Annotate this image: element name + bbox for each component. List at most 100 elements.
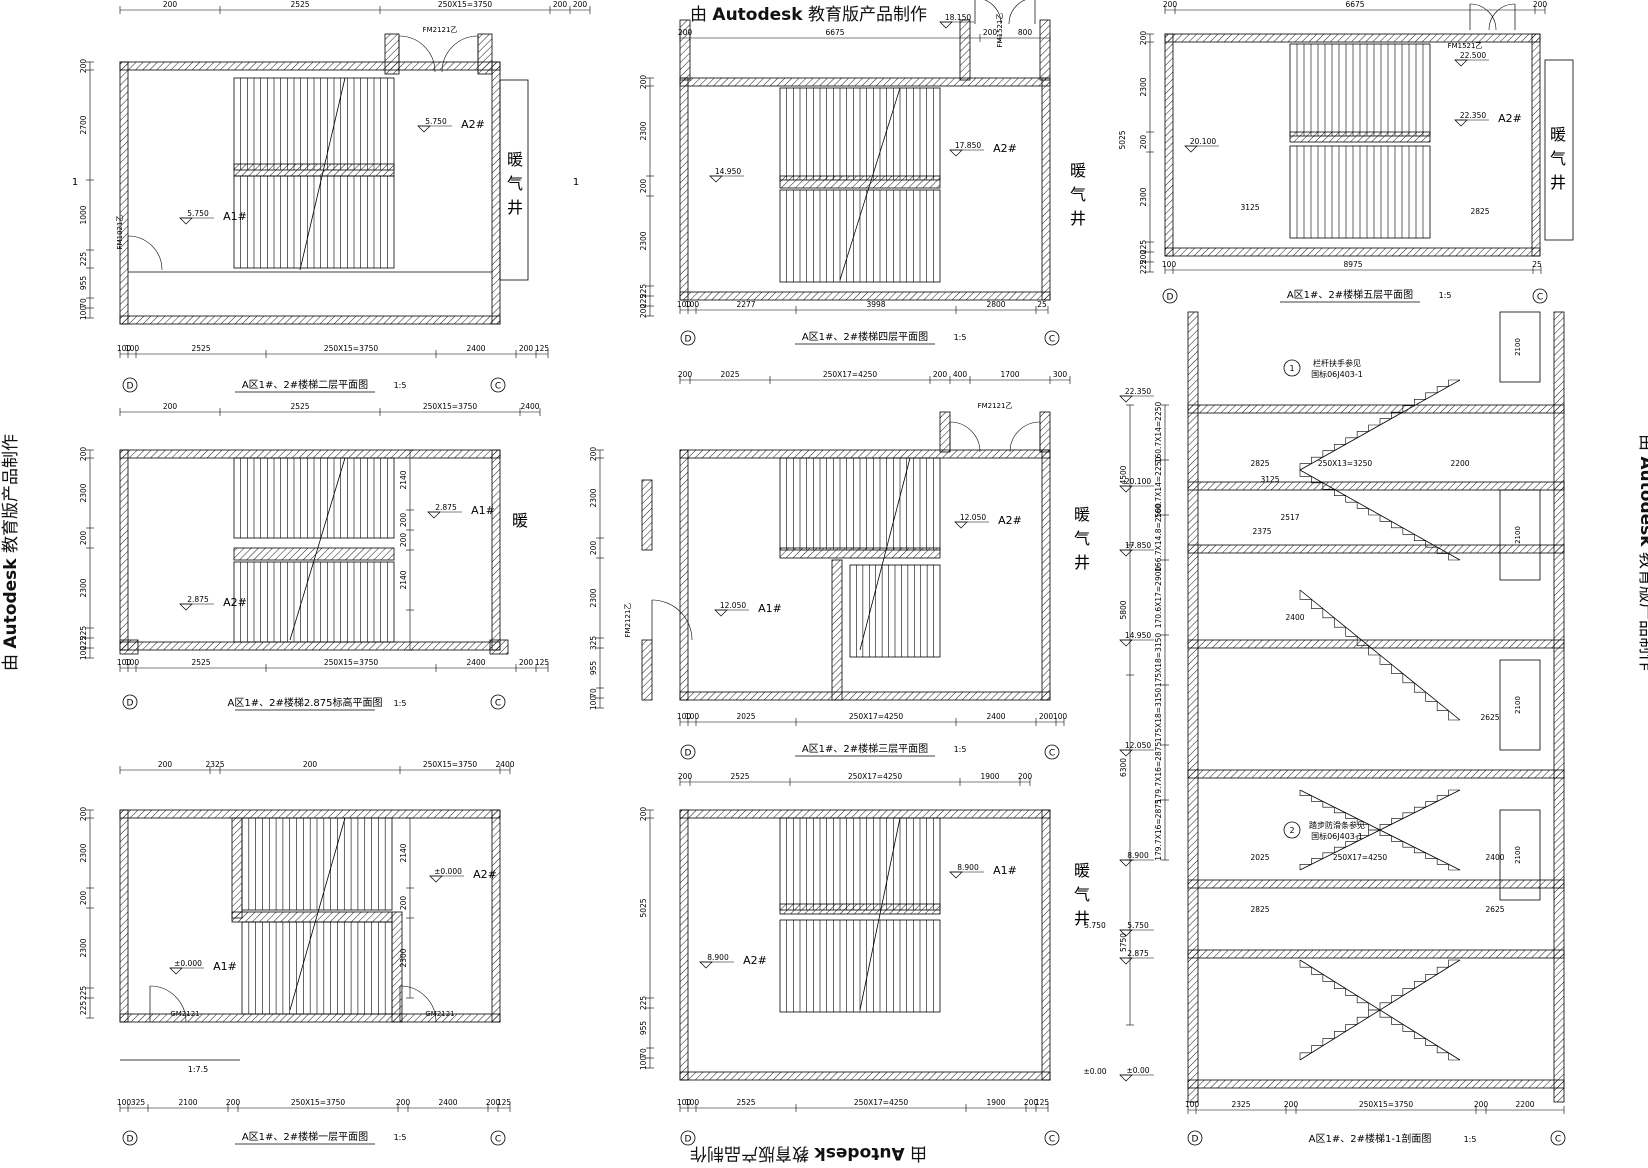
stair-step bbox=[1311, 858, 1323, 865]
stair-step bbox=[1311, 967, 1323, 975]
dimension-value: 200 bbox=[79, 807, 88, 822]
stair-step bbox=[1322, 974, 1335, 982]
wall-segment bbox=[491, 449, 501, 651]
dimension-value: 2300 bbox=[639, 121, 648, 140]
stair-step bbox=[1356, 636, 1369, 647]
door-arc bbox=[1469, 3, 1497, 31]
stair-step bbox=[1402, 405, 1415, 413]
wall-segment bbox=[939, 411, 951, 453]
axis-label: C bbox=[1049, 1135, 1055, 1145]
dimension-value: 160.7X14=2250 bbox=[1154, 402, 1163, 464]
dimension-value: 2300 bbox=[639, 231, 648, 250]
level-marker-icon bbox=[429, 875, 443, 883]
level-value: 2.875 bbox=[435, 503, 457, 512]
stair-step bbox=[1322, 608, 1335, 619]
stair-step bbox=[1379, 655, 1392, 665]
stair-step bbox=[1356, 995, 1369, 1004]
door-swing-icon bbox=[974, 0, 1002, 25]
watermark-top: 由 Autodesk 教育版产品制作 bbox=[690, 5, 928, 25]
stair-step bbox=[1436, 701, 1449, 712]
stair-step bbox=[1356, 835, 1369, 842]
level-value: ±0.00 bbox=[1127, 1066, 1150, 1075]
wall-segment bbox=[1187, 769, 1565, 779]
dimension-value: 2277 bbox=[736, 300, 755, 309]
dimension-value: 2140 bbox=[399, 570, 408, 589]
axis-label: C bbox=[1555, 1135, 1561, 1145]
dimension-value: 225 bbox=[639, 294, 648, 309]
stair-step bbox=[1379, 515, 1392, 522]
stair-flight bbox=[779, 457, 941, 551]
stair-step bbox=[1391, 995, 1403, 1003]
stair-step bbox=[1356, 818, 1369, 825]
level-marker-icon bbox=[1119, 395, 1133, 403]
dimension-value: 325 bbox=[589, 636, 598, 651]
stair-step bbox=[1425, 852, 1438, 859]
plan-fourth-floor: 2006675200800FM1521乙18.15017.850A2#14.95… bbox=[639, 0, 1086, 346]
dimension-value: 2400 bbox=[438, 1098, 457, 1107]
level-value: ±0.00 bbox=[1084, 1067, 1107, 1076]
level-value: ±0.000 bbox=[174, 959, 202, 968]
door-swing-icon bbox=[127, 235, 163, 271]
drawing-title: A区1#、2#楼梯2.875标高平面图 bbox=[228, 696, 383, 709]
dimension-value: 70 bbox=[639, 1048, 648, 1058]
drawing-scale: 1:5 bbox=[954, 333, 967, 342]
stair-label: A2# bbox=[1498, 112, 1522, 125]
stair-break-line bbox=[859, 457, 911, 651]
dimension-value: 200 bbox=[553, 0, 568, 9]
axis-bubble bbox=[680, 1130, 696, 1146]
dimension-value: 100 bbox=[117, 658, 132, 667]
stair-step bbox=[1299, 463, 1312, 470]
dimension-value: 250X15=3750 bbox=[324, 344, 379, 353]
stair-step bbox=[1391, 411, 1403, 419]
axis-label: D bbox=[685, 749, 692, 759]
stair-step bbox=[1391, 818, 1403, 825]
dimension-value: 2400 bbox=[1485, 853, 1504, 862]
stair-step bbox=[1379, 1010, 1392, 1018]
dimension-value: 125 bbox=[535, 658, 550, 667]
shaft-label: 暖 bbox=[512, 511, 528, 530]
wall-segment bbox=[233, 547, 395, 561]
wall-segment bbox=[1289, 131, 1431, 143]
door-swing-icon bbox=[651, 599, 693, 641]
note-reference: 国标06J403-1 bbox=[1311, 369, 1363, 379]
level-marker-icon bbox=[1184, 145, 1198, 153]
dimension-value: 2625 bbox=[1480, 713, 1499, 722]
stair-step bbox=[1391, 664, 1403, 674]
level-marker-icon bbox=[179, 603, 193, 611]
dimension-value: 1000 bbox=[79, 205, 88, 224]
axis-bubble bbox=[1044, 330, 1060, 346]
dimension-value: 200 bbox=[1018, 772, 1033, 781]
dimension-value: 100 bbox=[1053, 712, 1068, 721]
level-value: 14.950 bbox=[1125, 631, 1151, 640]
dimension-value: 100 bbox=[79, 646, 88, 661]
stair-label: A2# bbox=[461, 118, 485, 131]
dimension-value: 200 bbox=[226, 1098, 241, 1107]
wall-segment bbox=[1164, 247, 1541, 257]
dimension-value: 225 bbox=[79, 636, 88, 651]
door-swing-icon bbox=[1488, 3, 1516, 31]
stair-step bbox=[1299, 863, 1312, 870]
stair-step bbox=[1311, 476, 1323, 484]
dimension-value: 2100 bbox=[1514, 696, 1522, 714]
stair-step bbox=[1368, 829, 1380, 836]
dimension-value: 2300 bbox=[79, 578, 88, 597]
drawing-scale: 1:5 bbox=[1439, 291, 1452, 300]
axis-bubble bbox=[122, 1130, 138, 1146]
level-value: 17.850 bbox=[1125, 541, 1151, 550]
door-swing-icon bbox=[949, 421, 981, 453]
stair-step bbox=[1322, 852, 1335, 859]
stair-step bbox=[1333, 807, 1346, 814]
dimension-value: 100 bbox=[79, 306, 88, 321]
dimension-value: 225 bbox=[1139, 240, 1148, 255]
dimension-value: 400 bbox=[953, 370, 968, 379]
stair-step bbox=[1391, 521, 1403, 529]
dimension-value: 2517 bbox=[1280, 513, 1299, 522]
dimension-value: 200 bbox=[399, 533, 408, 548]
dimension-value: 200 bbox=[1284, 1100, 1299, 1109]
shaft-label: 暖 bbox=[1074, 861, 1090, 880]
door-swing-icon bbox=[399, 985, 437, 1023]
stair-step bbox=[1299, 470, 1312, 477]
dimension-value: 125 bbox=[1035, 1098, 1050, 1107]
axis-bubble bbox=[490, 1130, 506, 1146]
